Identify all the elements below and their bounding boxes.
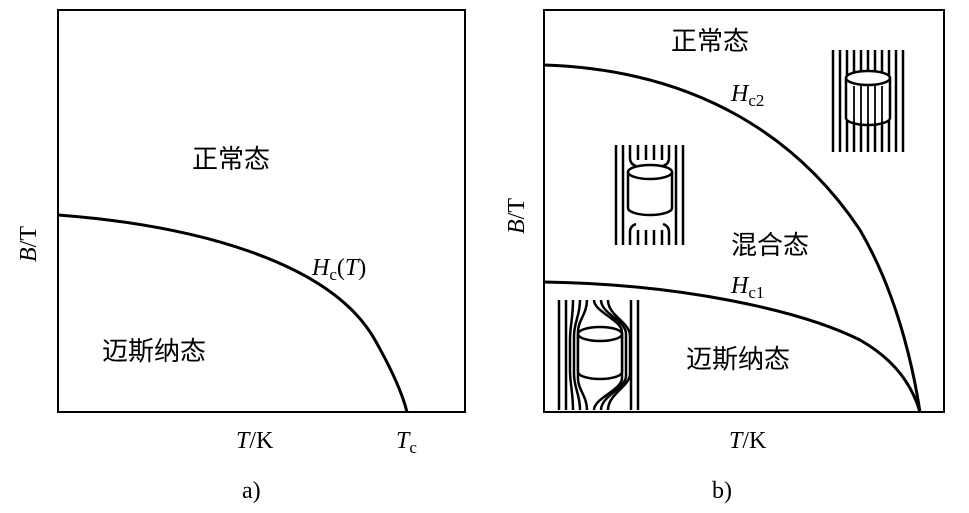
panel-b-y-axis-label: B/T bbox=[504, 198, 530, 234]
panel-a-tc-label: Tc bbox=[396, 428, 417, 457]
meissner-state-field-icon bbox=[557, 299, 640, 411]
hc1-curve bbox=[543, 280, 922, 413]
hc-t-curve bbox=[57, 213, 409, 413]
panel-b-region-mixed: 混合态 bbox=[731, 231, 809, 261]
hc1-curve-label: Hc1 bbox=[730, 273, 764, 302]
normal-state-field-icon bbox=[831, 50, 905, 152]
panel-a-region-normal: 正常态 bbox=[192, 145, 270, 175]
panel-a-x-axis-label: T/K bbox=[236, 428, 274, 454]
panel-b-region-meissner: 迈斯纳态 bbox=[686, 345, 790, 375]
panel-b-region-normal: 正常态 bbox=[671, 27, 749, 57]
hc2-curve bbox=[543, 63, 922, 413]
hc2-curve-label: Hc2 bbox=[730, 81, 764, 110]
mixed-state-field-icon bbox=[614, 145, 685, 245]
panel-b: 正常态 混合态 迈斯纳态 Hc2 Hc1 T/K B/T b) bbox=[504, 9, 945, 504]
hc-t-curve-label: Hc(T) bbox=[311, 255, 366, 284]
panel-b-frame bbox=[543, 9, 945, 413]
panel-a-y-axis-label: B/T bbox=[16, 226, 42, 262]
panel-a-region-meissner: 迈斯纳态 bbox=[102, 337, 206, 367]
panel-a: 正常态 迈斯纳态 Hc(T) T/K Tc B/T a) bbox=[16, 9, 466, 504]
panel-a-caption: a) bbox=[242, 478, 261, 504]
panel-b-caption: b) bbox=[712, 478, 732, 504]
panel-a-frame bbox=[57, 9, 466, 413]
panel-b-x-axis-label: T/K bbox=[729, 428, 767, 454]
